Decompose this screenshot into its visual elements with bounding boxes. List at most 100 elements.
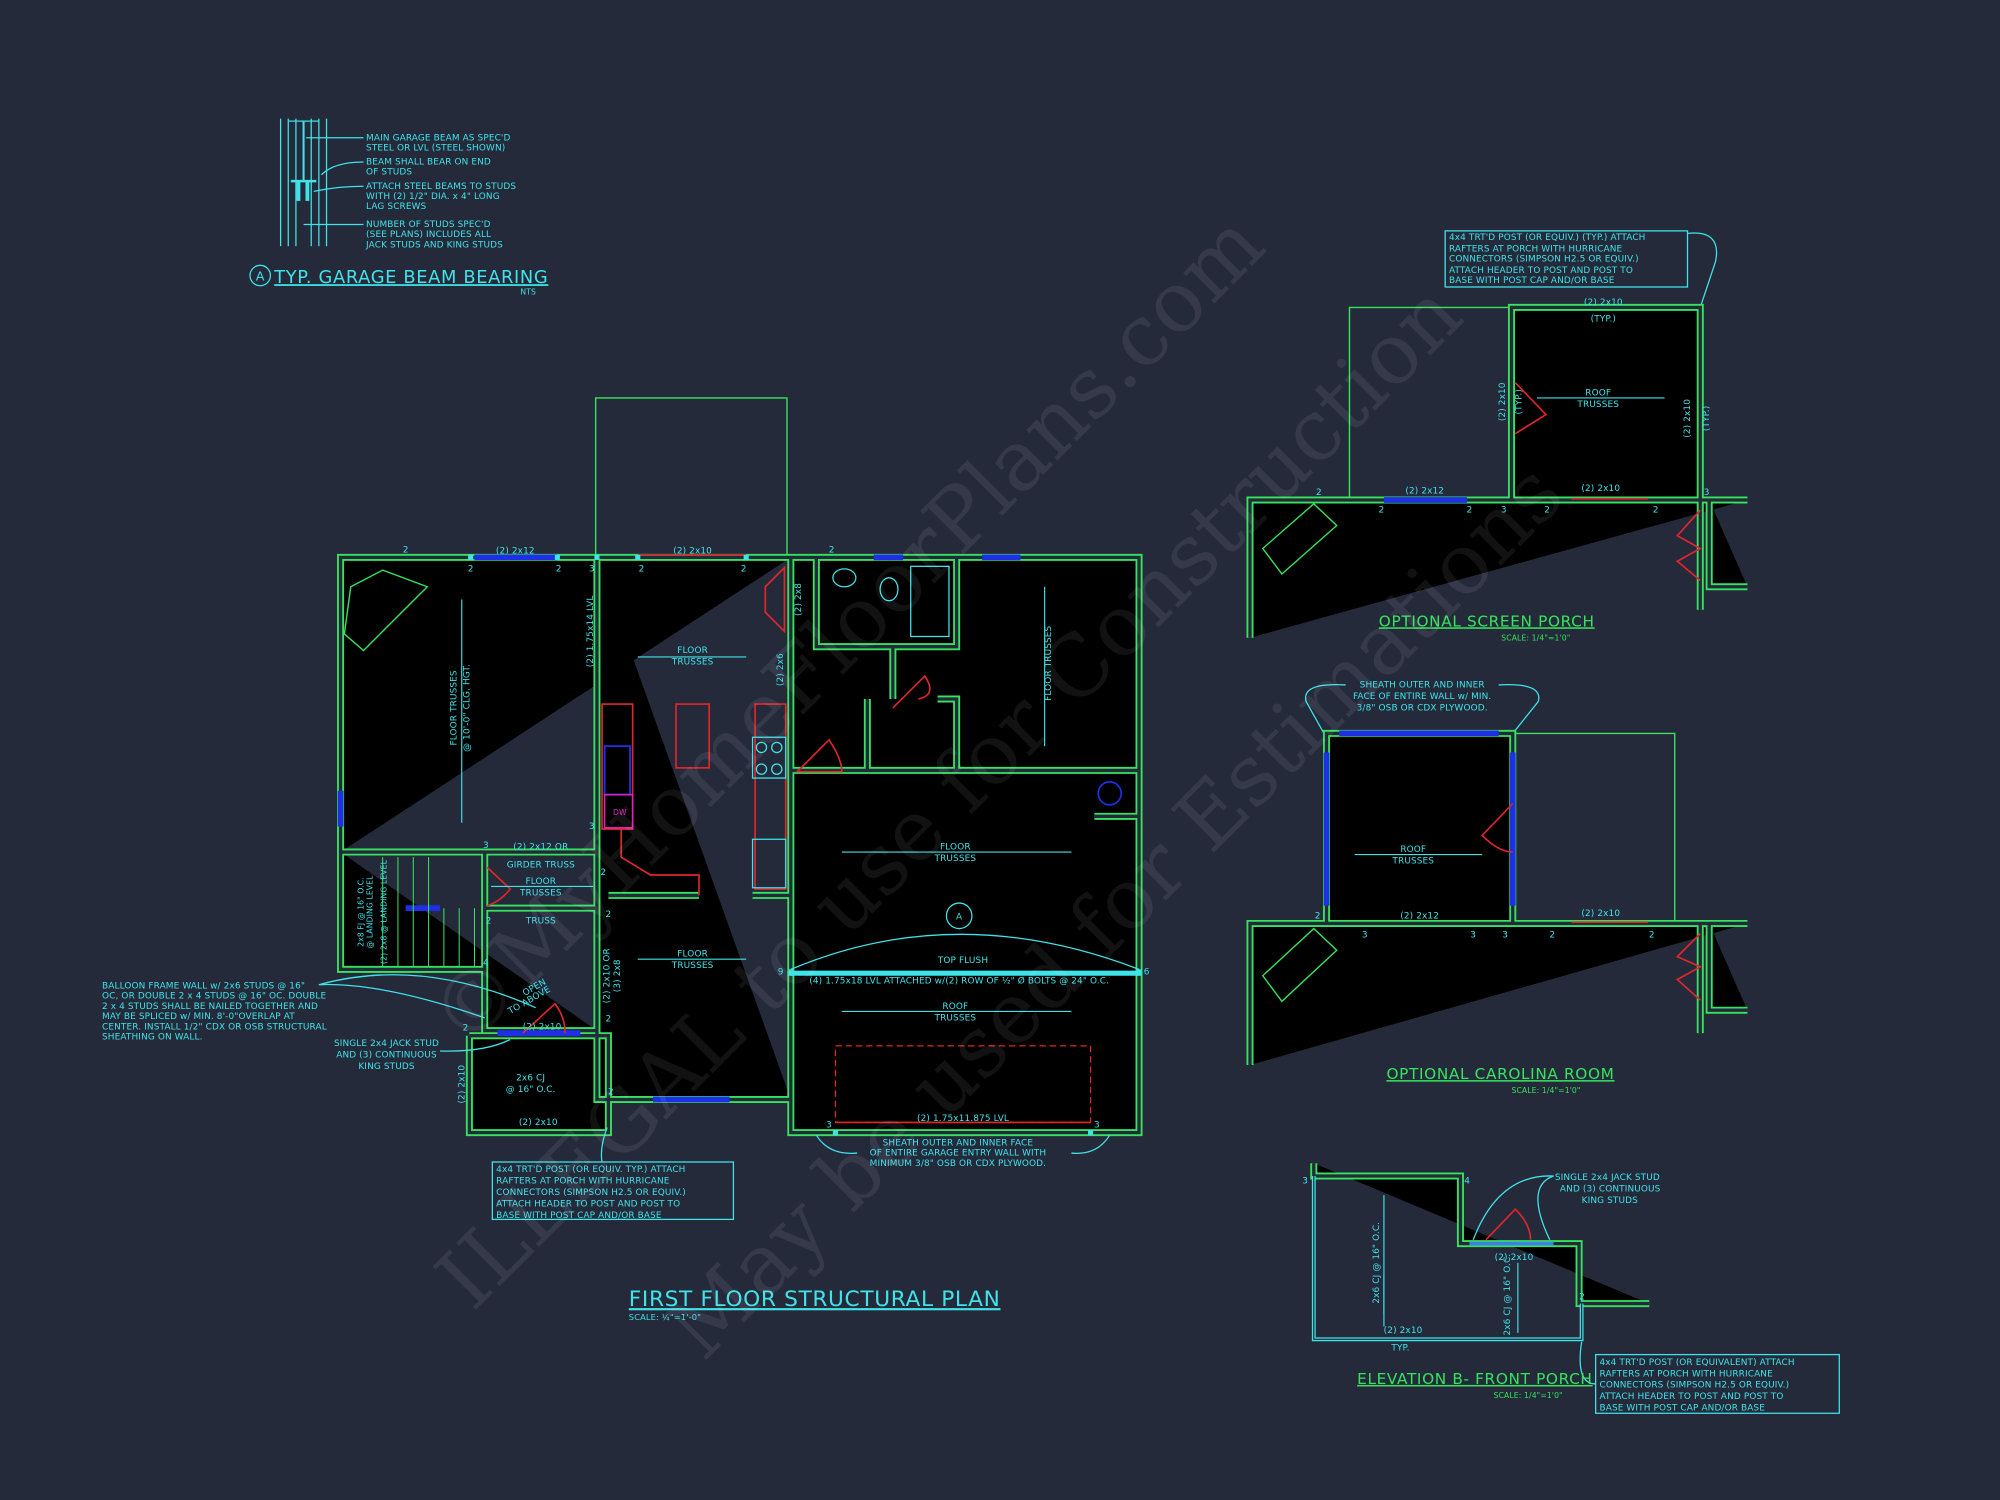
water-heater xyxy=(1097,781,1123,806)
annotation-label: 3 xyxy=(589,822,595,832)
annotation-label: 3 xyxy=(826,1121,832,1131)
annotation-label: 2 xyxy=(1315,911,1321,921)
headers-red xyxy=(637,554,1092,1124)
first-floor-plan: DW xyxy=(102,397,1385,1322)
annotation-label: TRUSSES xyxy=(671,961,714,971)
annotation-label: TYP. xyxy=(1390,1344,1409,1354)
stairs xyxy=(382,857,475,967)
detail-a-reference: A xyxy=(956,913,963,923)
annotation-label: ROOF xyxy=(942,1002,968,1012)
dishwasher xyxy=(603,793,634,829)
annotation-label: (2) 2x10 OR xyxy=(603,948,613,1003)
stair-closet-door xyxy=(486,866,512,907)
label-header-2x12: (2) 2x12 xyxy=(496,547,535,557)
label-garage-door-header: (2) 1.75x11.875 LVL xyxy=(917,1114,1009,1124)
annotation-label: 4 xyxy=(483,959,489,969)
annotation-label: 2 xyxy=(556,564,562,574)
screen-porch-scale: SCALE: 1/4"=1'0" xyxy=(1501,633,1570,642)
annotation-label: 2 xyxy=(468,564,474,574)
annotation-label: (2) 2x12 OR xyxy=(513,842,568,852)
annotation-label: FLOOR xyxy=(526,877,557,887)
annotation-label: TRUSSES xyxy=(1391,857,1434,867)
annotation-label: 2 xyxy=(1653,506,1659,516)
annotation-label: (2) 2x10 xyxy=(1584,298,1623,308)
screen-porch-note: 4x4 TRT'D POST (OR EQUIV.) (TYP.) ATTACH… xyxy=(1449,233,1646,286)
screen-porch-note-box xyxy=(1444,230,1689,288)
annotation-label: 3 xyxy=(1362,930,1368,940)
annotation-label: FLOOR xyxy=(677,950,708,960)
annotation-label: 2 xyxy=(403,545,409,555)
detail-scale: NTS xyxy=(520,288,536,297)
front-door xyxy=(522,1002,566,1034)
annotation-label: 2 xyxy=(1378,506,1384,516)
annotation-label: GIRDER TRUSS xyxy=(507,860,575,870)
annotation-label: (2) 2x10 xyxy=(1384,1326,1423,1336)
annotation-label: 2 xyxy=(1466,506,1472,516)
annotation-label: 2 xyxy=(463,1024,469,1034)
bathtub xyxy=(910,565,950,638)
annotation-label: 2 xyxy=(1579,1293,1585,1303)
screen-porch-post-counts: 2 2 2 3 2 2 3 xyxy=(1316,488,1710,516)
annotation-label: 3 xyxy=(1502,930,1508,940)
annotation-label: 2 xyxy=(1544,506,1550,516)
front-porch-title: ELEVATION B- FRONT PORCH xyxy=(1357,1370,1592,1388)
front-porch-note-box xyxy=(1595,1353,1840,1414)
annotation-label: 2 xyxy=(608,1087,614,1097)
annotation-label: (2) 2x8 xyxy=(794,583,804,616)
fixtures: DW xyxy=(343,565,1140,1034)
annotation-label: TRUSSES xyxy=(519,888,562,898)
annotation-label: (2) 2x10 xyxy=(1581,484,1620,494)
annotation-label: (2) 2x10 xyxy=(1581,909,1620,919)
label-family-ceiling: @ 10'-0" CLG. HGT. xyxy=(462,664,472,752)
lavatory xyxy=(832,568,857,588)
annotation-label: 2x8 FJ @ 16" O.C. xyxy=(357,877,366,947)
annotation-label: FLOOR xyxy=(940,842,971,852)
annotation-label: 2 xyxy=(606,910,612,920)
annotation-label: 3 xyxy=(1501,506,1507,516)
annotation-label: (2) 2x10 xyxy=(1683,399,1693,438)
span-arrows xyxy=(461,586,1385,1314)
kitchen-island xyxy=(675,703,711,769)
annotation-label: 2 xyxy=(741,564,747,574)
detail-title: TYP. GARAGE BEAM BEARING xyxy=(273,267,548,288)
annotation-label: (2) 2x10 xyxy=(1495,1253,1534,1263)
post-markers xyxy=(468,554,1142,1136)
leader-lines xyxy=(318,974,1111,1163)
annotation-label: 2x6 CJ xyxy=(516,1073,545,1083)
annotation-label: 2x6 CJ @ 16" O.C. xyxy=(1372,1222,1382,1304)
bifold-door xyxy=(764,565,786,634)
annotation-label: TRUSSES xyxy=(671,658,714,668)
porch-post-note-box xyxy=(491,1161,735,1221)
annotation-label: @ LANDING LEVEL xyxy=(365,875,374,949)
label-lvl-beam: (2) 1.75x14 LVL xyxy=(586,596,596,668)
annotation-label: 2 xyxy=(1549,930,1555,940)
post-count-labels: 2 2 2 3 2 2 2 3 2 2 3 2 2 4 2 2 9 6 3 3 xyxy=(403,545,1150,1130)
refrigerator xyxy=(751,838,787,889)
annotation-label: 3 xyxy=(1704,488,1710,498)
plan-labels: (2) 2x12 (2) 2x10 FLOOR TRUSSES @ 10'-0"… xyxy=(357,547,1109,1128)
annotation-label: TRUSSES xyxy=(934,854,977,864)
balloon-frame-note: BALLOON FRAME WALL w/ 2x6 STUDS @ 16"OC,… xyxy=(102,982,327,1043)
dishwasher-label: DW xyxy=(613,808,627,817)
label-family-trusses: FLOOR TRUSSES xyxy=(450,670,460,745)
annotation-label: (TYP.) xyxy=(1591,314,1616,324)
annotation-label: (2) 2x6 xyxy=(776,653,786,686)
plan-scale: SCALE: ¼"=1'-0" xyxy=(629,1312,701,1322)
label-bedroom-trusses: FLOOR TRUSSES xyxy=(1044,625,1054,700)
detail-a-reference-circle xyxy=(945,902,973,930)
annotation-label: (2) 2x10 xyxy=(523,1022,562,1032)
detail-marker: A xyxy=(256,270,265,285)
annotation-label: 3 xyxy=(1470,930,1476,940)
counter-peninsula xyxy=(620,829,700,896)
detail-marker-circle xyxy=(249,264,272,287)
annotation-label: 4 xyxy=(1464,1177,1470,1187)
front-porch-post-counts: 3 4 2 xyxy=(1302,1177,1585,1303)
annotation-label: 3 xyxy=(589,564,595,574)
carolina-post-counts: 2 3 3 3 2 2 xyxy=(1315,911,1655,940)
